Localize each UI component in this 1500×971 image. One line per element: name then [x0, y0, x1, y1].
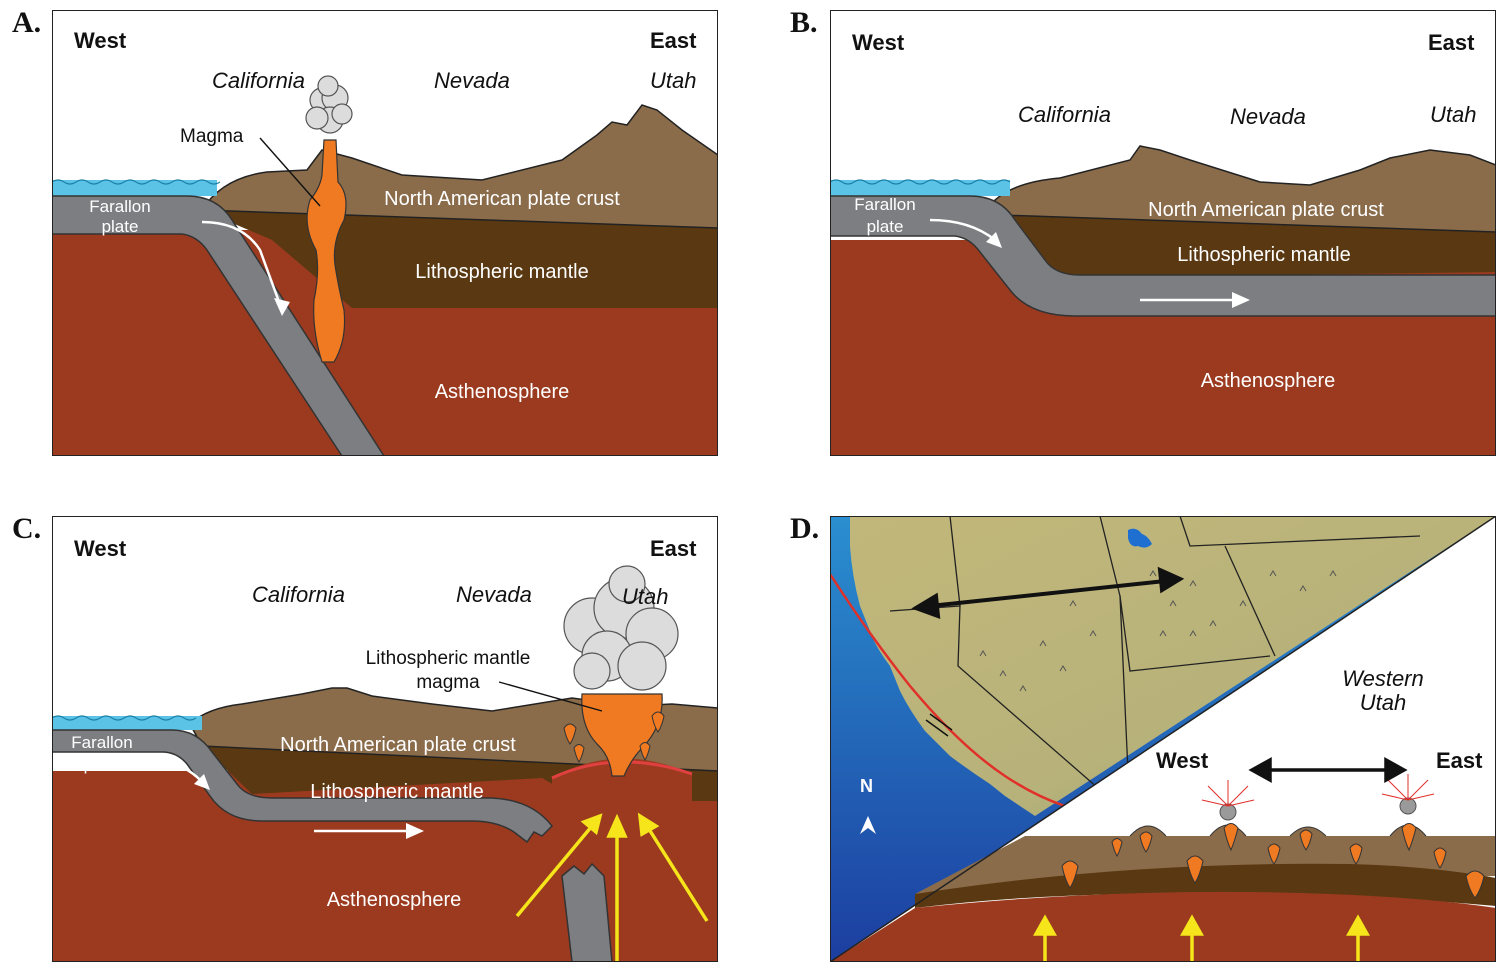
ash-cloud [563, 565, 679, 691]
yellow-upwelling-arrows [1033, 914, 1370, 962]
farallon-label-line1: Farallon [854, 195, 915, 214]
region-label-line1: Western [1342, 666, 1424, 691]
extension-arrow-section [1248, 757, 1408, 783]
magma-droplets [1061, 823, 1485, 899]
ash-cloud [305, 75, 353, 134]
state-label-california: California [252, 582, 345, 607]
lithospheric-mantle-layer [1000, 215, 1496, 278]
farallon-label-line1: Farallon [89, 197, 150, 216]
extension-arrow-map [911, 566, 1185, 619]
farallon-label-line2: plate [102, 217, 139, 236]
state-label-utah: Utah [1430, 102, 1476, 127]
crust-label: North American plate crust [384, 188, 620, 210]
state-label-california: California [1018, 102, 1111, 127]
west-label: West [852, 30, 905, 55]
panel-d-letter: D. [790, 512, 820, 545]
asthenosphere-label: Asthenosphere [435, 381, 570, 403]
east-label: East [1436, 748, 1483, 773]
farallon-slab [52, 195, 385, 456]
great-salt-lake [1128, 528, 1152, 548]
ocean [52, 716, 202, 730]
lithospheric-mantle-magma-label-line1: Lithospheric mantle [366, 648, 531, 669]
panel-c-letter: C. [12, 512, 42, 545]
lithospheric-mantle-magma [581, 693, 663, 777]
slab-motion-arrow-1 [146, 758, 203, 783]
crust-layer [994, 145, 1496, 233]
panel-d: N Western U [830, 516, 1496, 962]
asthenosphere-label: Asthenosphere [327, 889, 462, 911]
east-label: East [1428, 30, 1475, 55]
magma-conduit [306, 139, 347, 363]
ocean [52, 180, 217, 196]
state-label-utah: Utah [622, 584, 668, 609]
state-label-nevada: Nevada [1230, 104, 1306, 129]
broken-slab [561, 862, 613, 962]
lithospheric-mantle-magma-label-line2: magma [416, 672, 480, 693]
farallon-label-line2: plate [84, 755, 121, 774]
state-label-nevada: Nevada [456, 582, 532, 607]
east-label: East [650, 28, 697, 53]
mantle-label: Lithospheric mantle [415, 261, 588, 283]
state-label-california: California [212, 68, 305, 93]
panel-c: West East California Nevada Utah Lithosp… [52, 516, 718, 962]
farallon-slab [830, 195, 1496, 317]
slab-motion-arrow [201, 220, 284, 311]
west-label: West [74, 28, 127, 53]
farallon-label-line1: Farallon [71, 733, 132, 752]
farallon-slab [52, 729, 553, 844]
asthenosphere-layer [830, 891, 1496, 962]
yellow-upwelling-arrows [515, 812, 709, 962]
state-label-utah: Utah [650, 68, 696, 93]
lithospheric-mantle-layer [915, 863, 1496, 908]
magma-label: Magma [180, 126, 244, 147]
west-label: West [1156, 748, 1209, 773]
west-label: West [74, 536, 127, 561]
asthenosphere-label: Asthenosphere [1201, 370, 1336, 392]
state-label-nevada: Nevada [434, 68, 510, 93]
north-label: N [860, 776, 873, 796]
crust-label: North American plate crust [1148, 199, 1384, 221]
ocean [830, 180, 1010, 196]
panel-b: West East California Nevada Utah Farallo… [830, 10, 1496, 456]
farallon-label-line2: plate [867, 217, 904, 236]
mantle-label: Lithospheric mantle [1177, 244, 1350, 266]
fault-motion-arrows [925, 713, 953, 737]
mantle-upwelling [552, 758, 692, 801]
east-label: East [650, 536, 697, 561]
north-arrow-icon [860, 816, 876, 834]
crust-label: North American plate crust [280, 734, 516, 756]
slab-motion-arrow-1 [929, 218, 996, 241]
basin-range-ticks [979, 570, 1337, 692]
panel-a-letter: A. [12, 6, 42, 39]
mantle-label: Lithospheric mantle [310, 781, 483, 803]
magma-droplets [563, 711, 665, 763]
region-label-line2: Utah [1360, 690, 1406, 715]
eruption-clusters [1201, 774, 1435, 821]
panel-a: West East California Nevada Utah Magma F… [52, 10, 718, 456]
panel-b-letter: B. [790, 6, 818, 39]
